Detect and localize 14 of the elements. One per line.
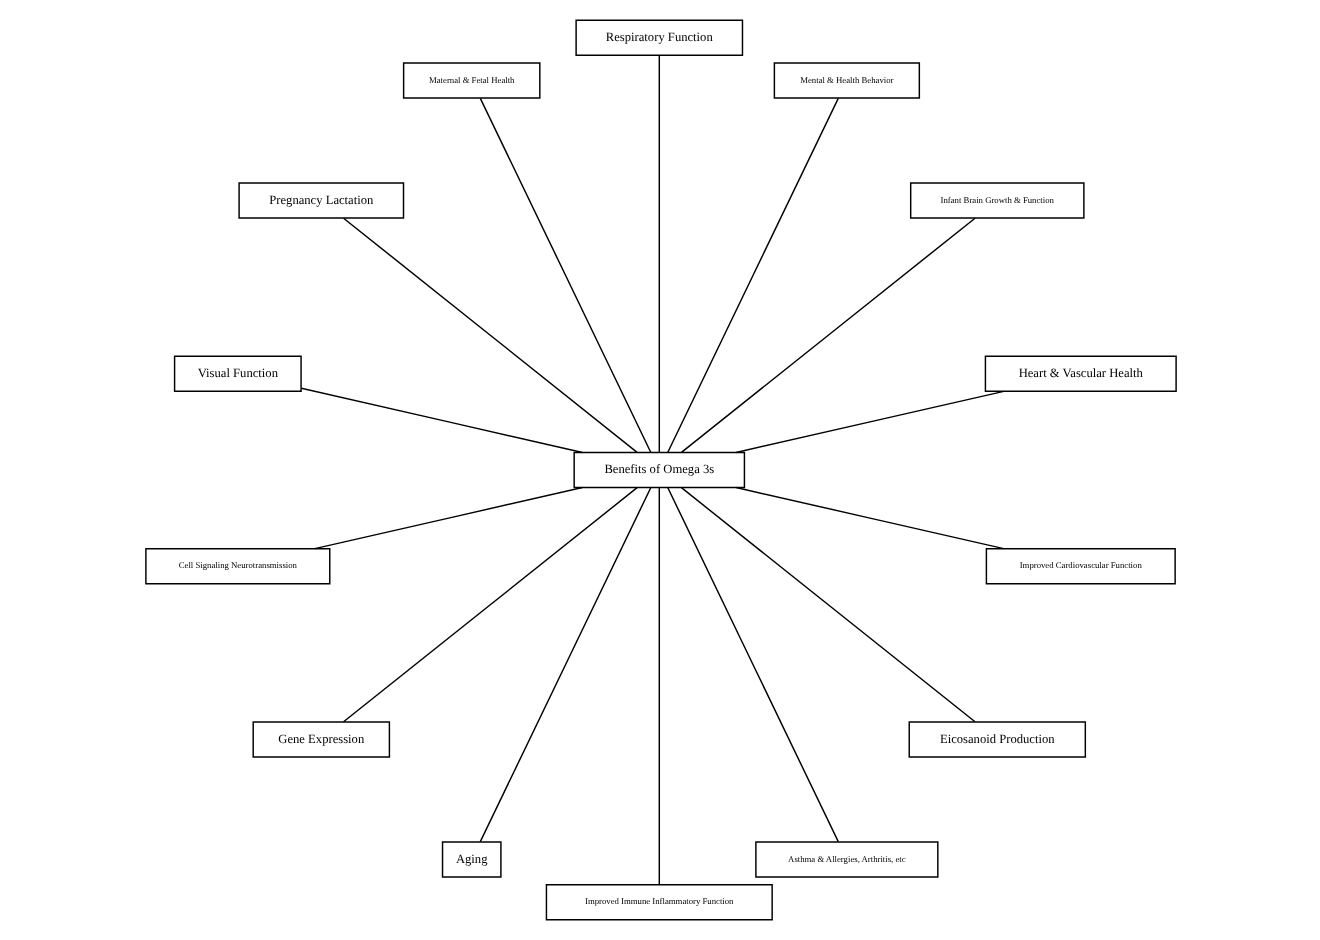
connector (341, 486, 637, 723)
connector (679, 217, 975, 454)
connector (657, 54, 660, 453)
connector (478, 487, 651, 843)
connector (679, 486, 975, 723)
connector (734, 486, 1004, 550)
connector (734, 390, 1004, 454)
connector (341, 217, 637, 454)
connector (299, 387, 583, 454)
connector (657, 487, 660, 886)
connector (313, 486, 583, 550)
connector (666, 97, 838, 453)
connector (666, 487, 838, 843)
connector (478, 97, 651, 453)
